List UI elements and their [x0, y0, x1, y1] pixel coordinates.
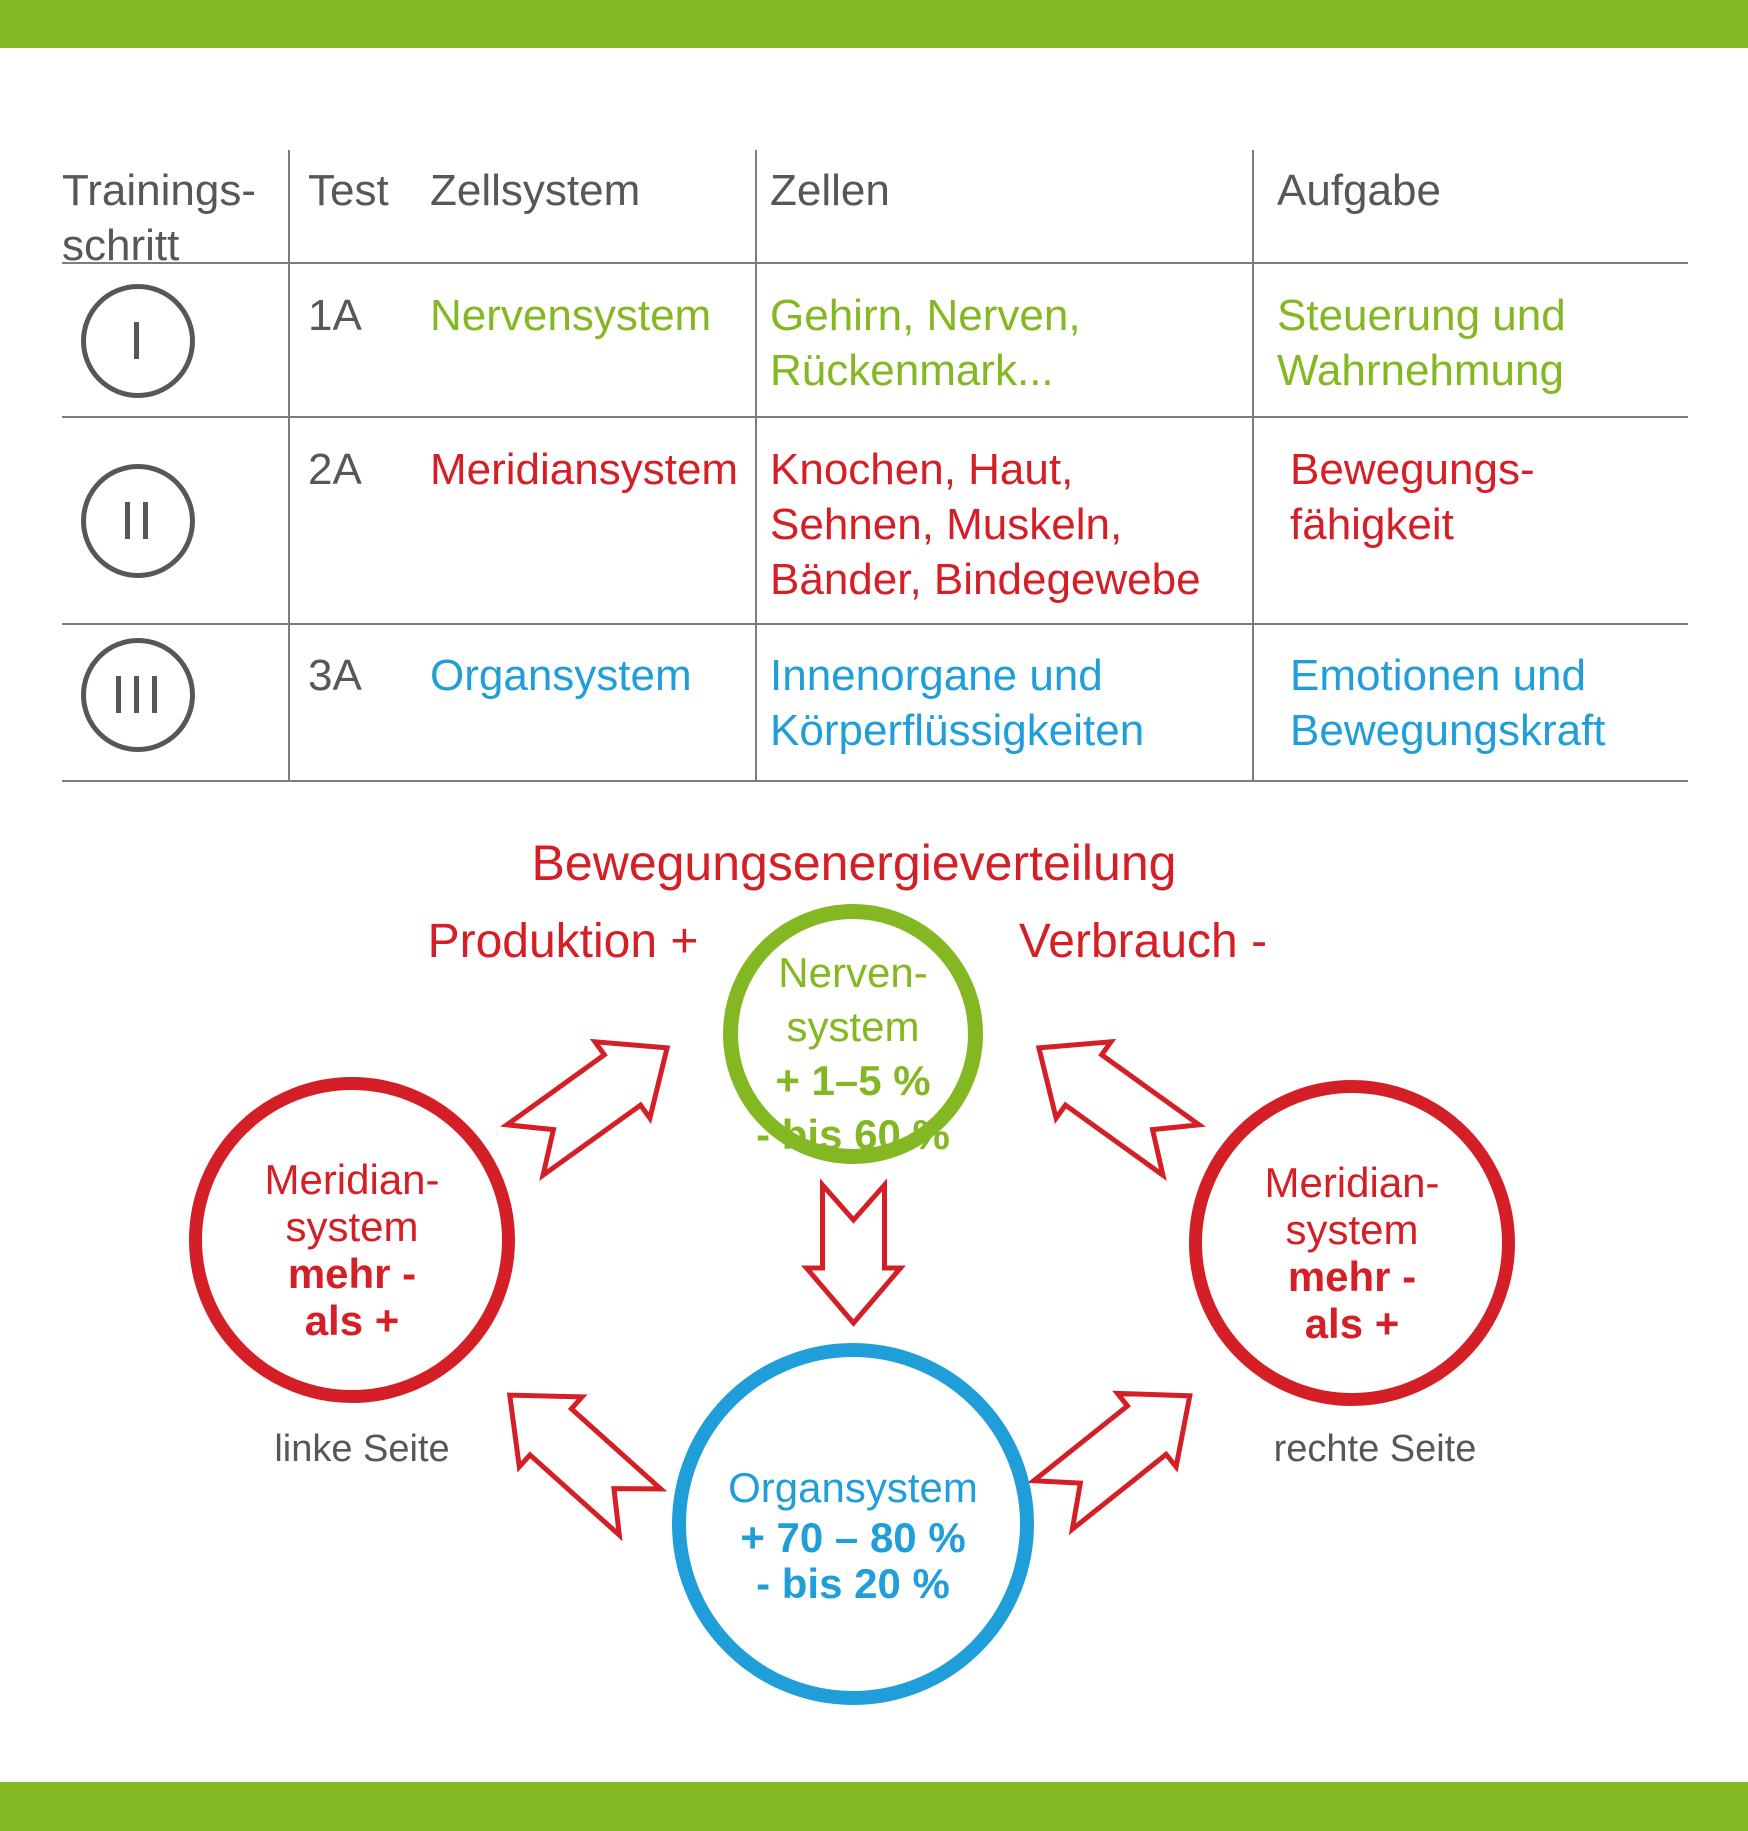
organ-system-circle: Organsystem + 70 – 80 % - bis 20 %: [672, 1343, 1034, 1705]
row2-task-line1: Bewegungs-: [1290, 445, 1535, 494]
meridian-right-line1: Meridian-: [1264, 1159, 1440, 1206]
meridian-left-circle: Meridian- system mehr - als +: [189, 1077, 515, 1403]
row1-system: Nervensystem: [430, 291, 712, 340]
row2-cells-line2: Sehnen, Muskeln,: [770, 500, 1123, 549]
row1-cells-line1: Gehirn, Nerven,: [770, 291, 1081, 340]
row3-cells-line1: Innenorgane und: [770, 651, 1103, 700]
row1-cells-line2: Rückenmark...: [770, 346, 1054, 395]
row1-test: 1A: [308, 291, 362, 340]
nerve-line1: Nerven-: [778, 949, 928, 996]
consumption-label: Verbrauch -: [1018, 915, 1268, 968]
table-bottom-divider: [62, 780, 1688, 782]
production-label: Produktion +: [427, 915, 699, 968]
nerve-gain: + 1–5 %: [775, 1057, 931, 1104]
table-column-divider-2: [755, 150, 757, 780]
row2-cells-line1: Knochen, Haut,: [770, 445, 1074, 494]
arrow-nerve-to-organ-icon: [801, 1178, 906, 1327]
diagram-title: Bewegungsenergieverteilung: [531, 835, 1177, 891]
row2-cells-line3: Bänder, Bindegewebe: [770, 555, 1201, 604]
step-numeral-2: II: [119, 491, 156, 551]
row2-task-line2: fähigkeit: [1290, 500, 1454, 549]
row3-task-line1: Emotionen und: [1290, 651, 1586, 700]
step-circle-3: III: [81, 638, 195, 752]
header-trainingsschritt-line2: schritt: [62, 221, 180, 270]
header-trainingsschritt-line1: Trainings-: [62, 166, 256, 215]
nerve-loss: - bis 60 %: [756, 1111, 950, 1158]
table-column-divider-1: [288, 150, 290, 780]
arrow-right-to-nerve-icon: [1035, 1038, 1206, 1182]
organ-system-circle-text: Organsystem + 70 – 80 % - bis 20 %: [728, 1461, 978, 1607]
header-aufgabe: Aufgabe: [1277, 166, 1441, 215]
meridian-left-line3: mehr -: [287, 1250, 417, 1297]
nerve-system-circle-text: Nerven- system + 1–5 % - bis 60 %: [756, 946, 950, 1162]
step-circle-2: II: [81, 464, 195, 578]
left-side-label: linke Seite: [274, 1428, 450, 1470]
arrow-left-to-nerve-icon: [500, 1038, 671, 1182]
table-row-divider-2: [62, 623, 1688, 625]
step-circle-1: I: [81, 284, 195, 398]
nerve-line2: system: [786, 1003, 920, 1050]
organ-loss: - bis 20 %: [756, 1560, 950, 1607]
header-zellsystem: Zellsystem: [430, 166, 641, 215]
header-zellen: Zellen: [770, 166, 890, 215]
right-side-label: rechte Seite: [1273, 1428, 1477, 1470]
meridian-left-line1: Meridian-: [264, 1156, 440, 1203]
meridian-right-line4: als +: [1304, 1300, 1400, 1347]
meridian-left-line4: als +: [304, 1297, 400, 1344]
table-column-divider-3: [1252, 150, 1254, 780]
row3-cells-line2: Körperflüssigkeiten: [770, 706, 1145, 755]
meridian-right-circle-text: Meridian- system mehr - als +: [1264, 1159, 1439, 1347]
organ-name: Organsystem: [728, 1464, 978, 1511]
bottom-green-bar: [0, 1782, 1748, 1831]
meridian-right-line2: system: [1285, 1206, 1419, 1253]
row2-system: Meridiansystem: [430, 445, 739, 494]
arrow-organ-to-right-icon: [1026, 1390, 1193, 1536]
step-numeral-1: I: [128, 311, 147, 371]
row1-task-line2: Wahrnehmung: [1277, 346, 1564, 395]
top-green-bar: [0, 0, 1748, 48]
table-row-divider-1: [62, 416, 1688, 418]
row1-task-line1: Steuerung und: [1277, 291, 1566, 340]
meridian-left-line2: system: [285, 1203, 419, 1250]
row3-test: 3A: [308, 651, 362, 700]
meridian-right-circle: Meridian- system mehr - als +: [1189, 1080, 1515, 1406]
row3-task-line2: Bewegungskraft: [1290, 706, 1606, 755]
table-header-divider: [62, 262, 1688, 264]
row3-system: Organsystem: [430, 651, 692, 700]
meridian-right-line3: mehr -: [1287, 1253, 1417, 1300]
row2-test: 2A: [308, 445, 362, 494]
organ-gain: + 70 – 80 %: [740, 1514, 966, 1561]
nerve-system-circle: Nerven- system + 1–5 % - bis 60 %: [723, 904, 983, 1164]
header-test: Test: [308, 166, 389, 215]
step-numeral-3: III: [110, 665, 165, 725]
meridian-left-circle-text: Meridian- system mehr - als +: [264, 1156, 439, 1344]
